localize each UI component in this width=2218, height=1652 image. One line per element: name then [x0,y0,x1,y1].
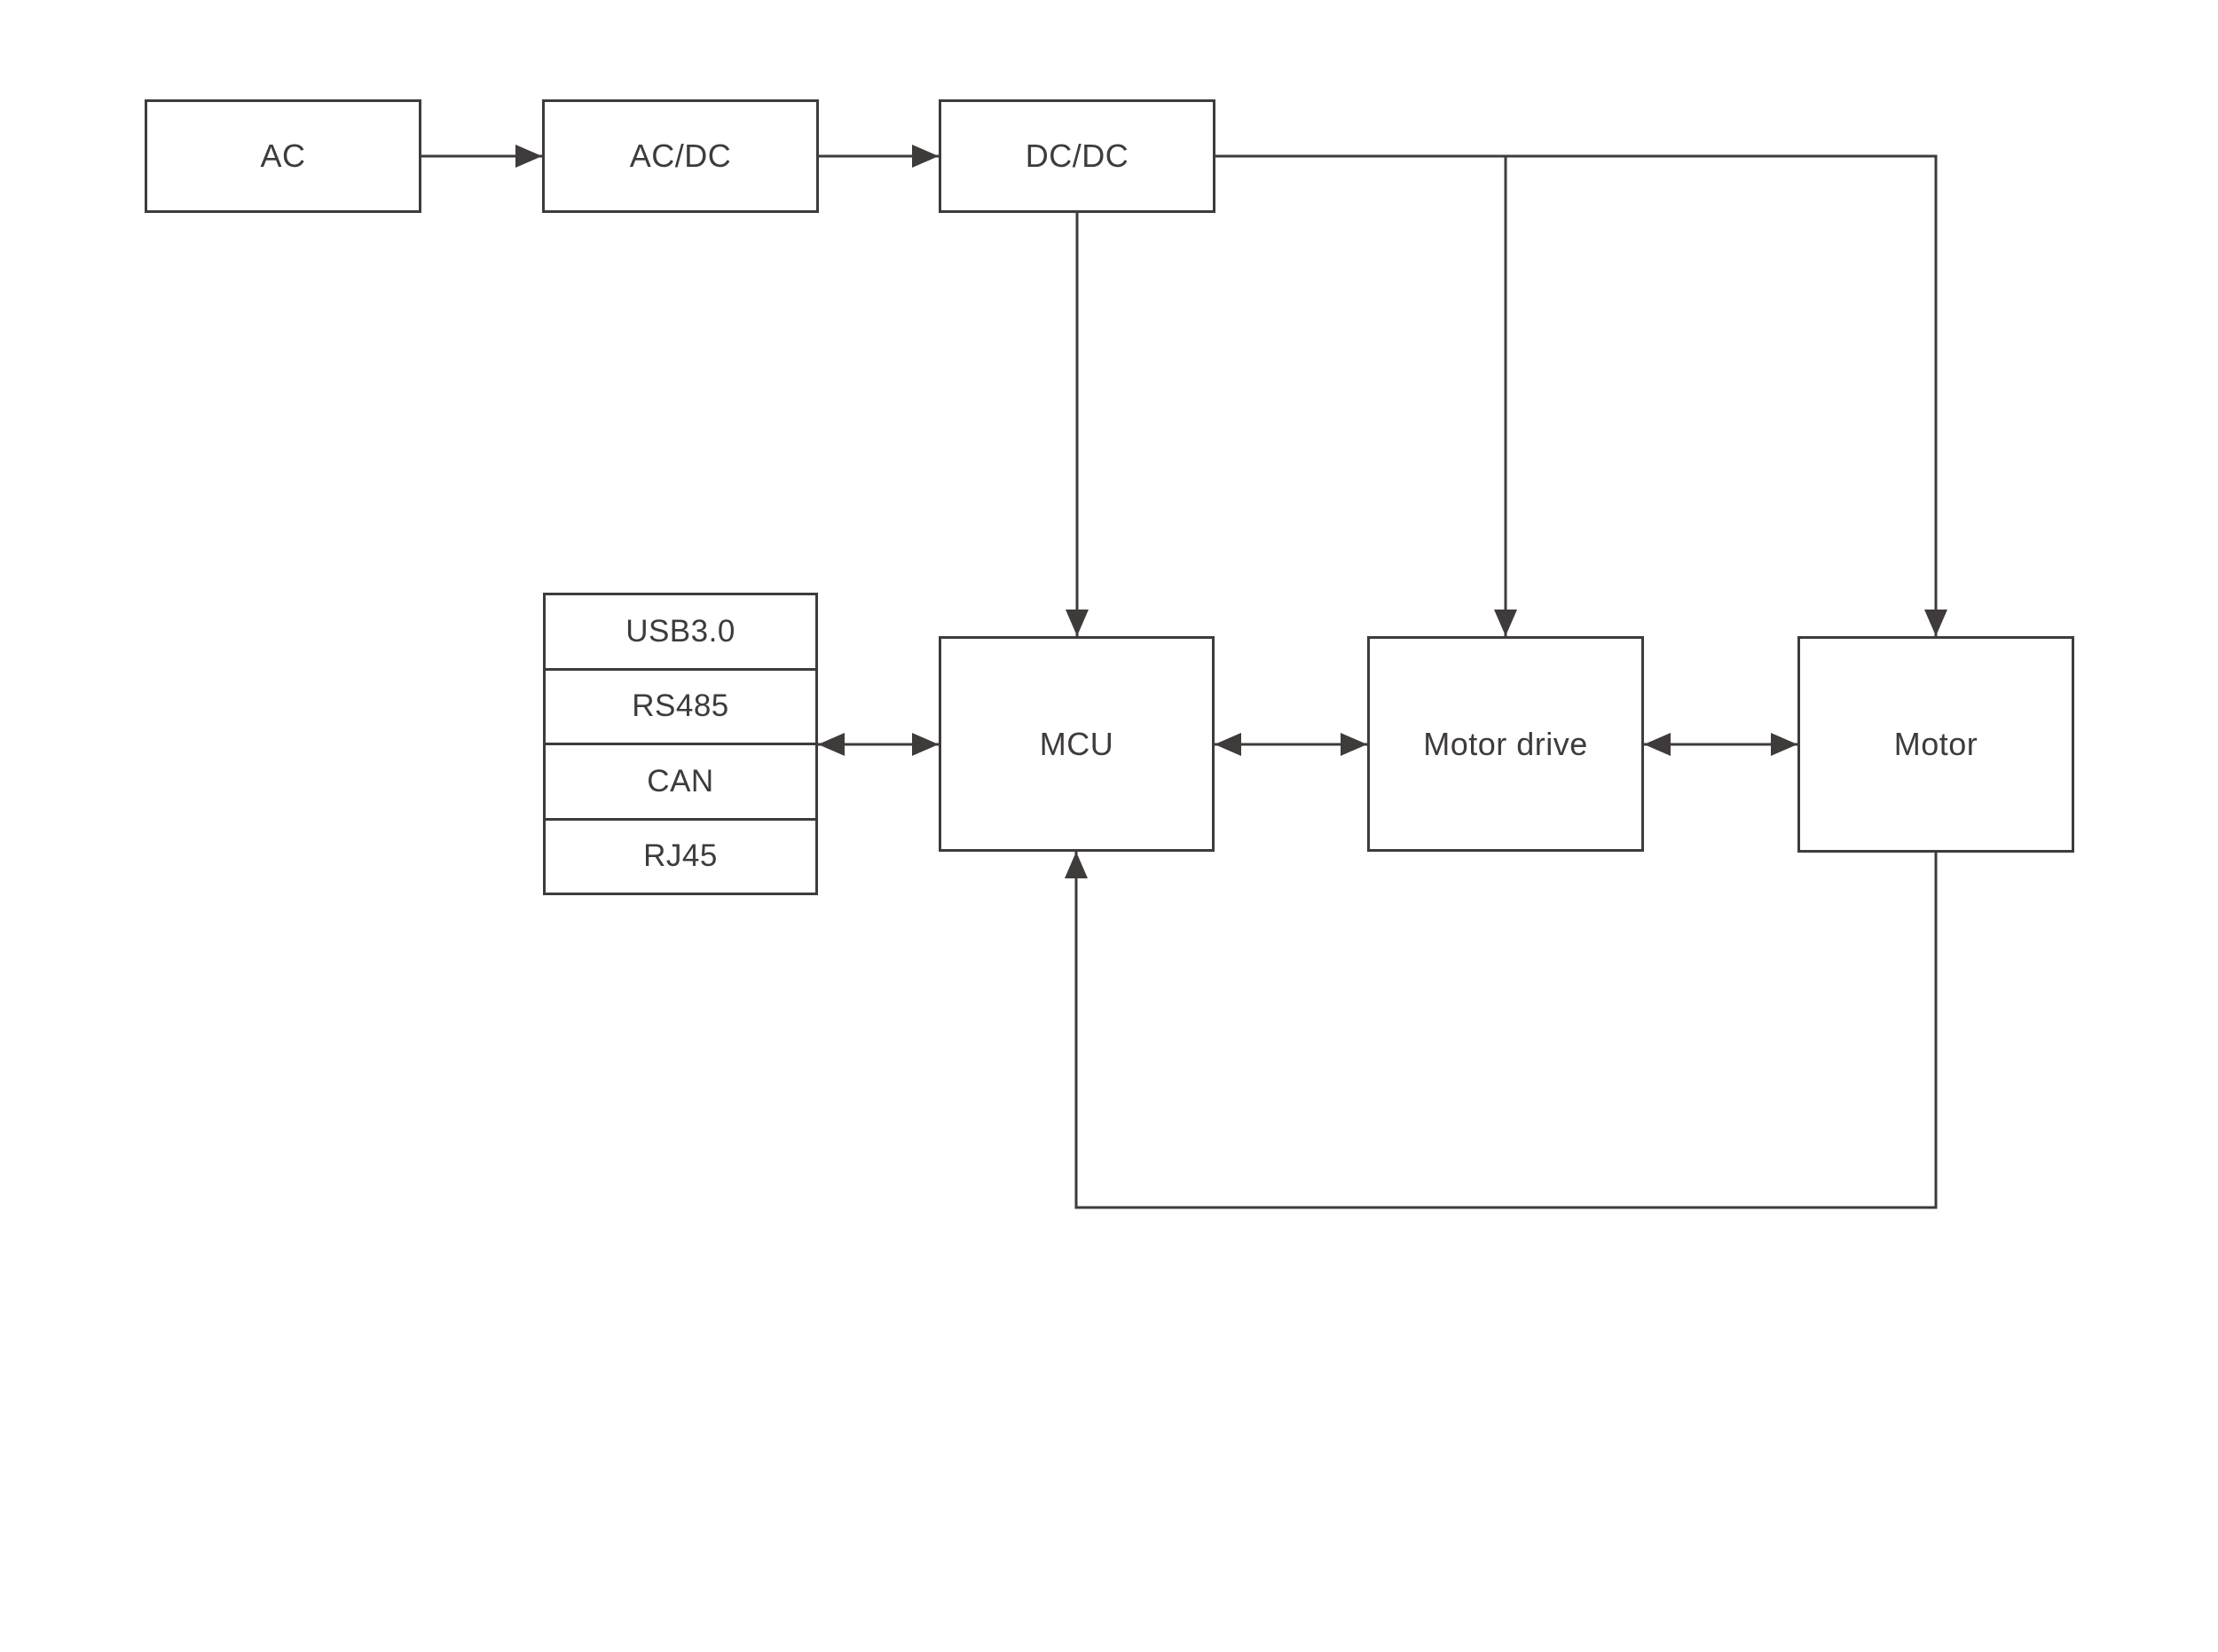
arrowhead-ac-to-acdc-end [515,145,542,168]
arrowhead-mcu-to-motor-drive-start [1215,733,1241,756]
arrowhead-motor-drive-to-motor-end [1771,733,1797,756]
node-motor-drive-label: Motor drive [1423,725,1588,762]
node-motor-drive: Motor drive [1367,636,1644,852]
node-ac-dc: AC/DC [542,99,819,213]
arrowhead-acdc-to-dcdc-end [912,145,939,168]
interface-cell-usb3: USB3.0 [546,595,815,668]
arrowhead-mcu-to-motor-drive-end [1341,733,1367,756]
arrowhead-interfaces-to-mcu-end [912,733,939,756]
interface-cell-rj45: RJ45 [546,817,815,893]
interface-rs485-label: RS485 [632,688,729,724]
arrowhead-motor-drive-to-motor-start [1644,733,1671,756]
node-dc-dc-label: DC/DC [1025,138,1129,174]
arrowhead-dcdc-to-mcu-end [1066,610,1089,636]
node-motor-label: Motor [1893,726,1978,762]
arrowhead-motor-feedback-to-mcu-end [1065,852,1088,878]
edge-dcdc-to-motor-drive [1215,154,1507,636]
node-ac: AC [145,99,421,213]
node-motor: Motor [1797,636,2074,853]
interface-can-label: CAN [647,763,714,798]
node-ac-dc-label: AC/DC [629,138,732,174]
edge-motor-feedback-to-mcu [1074,852,1938,1209]
interface-cell-can: CAN [546,743,815,818]
arrowhead-dcdc-to-motor-end [1924,610,1947,636]
interface-stack: USB3.0 RS485 CAN RJ45 [543,593,818,895]
interface-usb3-label: USB3.0 [625,613,735,649]
node-ac-label: AC [260,138,306,174]
node-mcu: MCU [939,636,1215,852]
node-dc-dc: DC/DC [939,99,1215,213]
edge-dcdc-to-motor [1215,154,1938,636]
node-mcu-label: MCU [1039,725,1114,762]
interface-rj45-label: RJ45 [643,838,718,874]
arrowhead-interfaces-to-mcu-start [818,733,845,756]
interface-cell-rs485: RS485 [546,667,815,743]
arrowhead-dcdc-to-motor-drive-end [1494,610,1517,636]
